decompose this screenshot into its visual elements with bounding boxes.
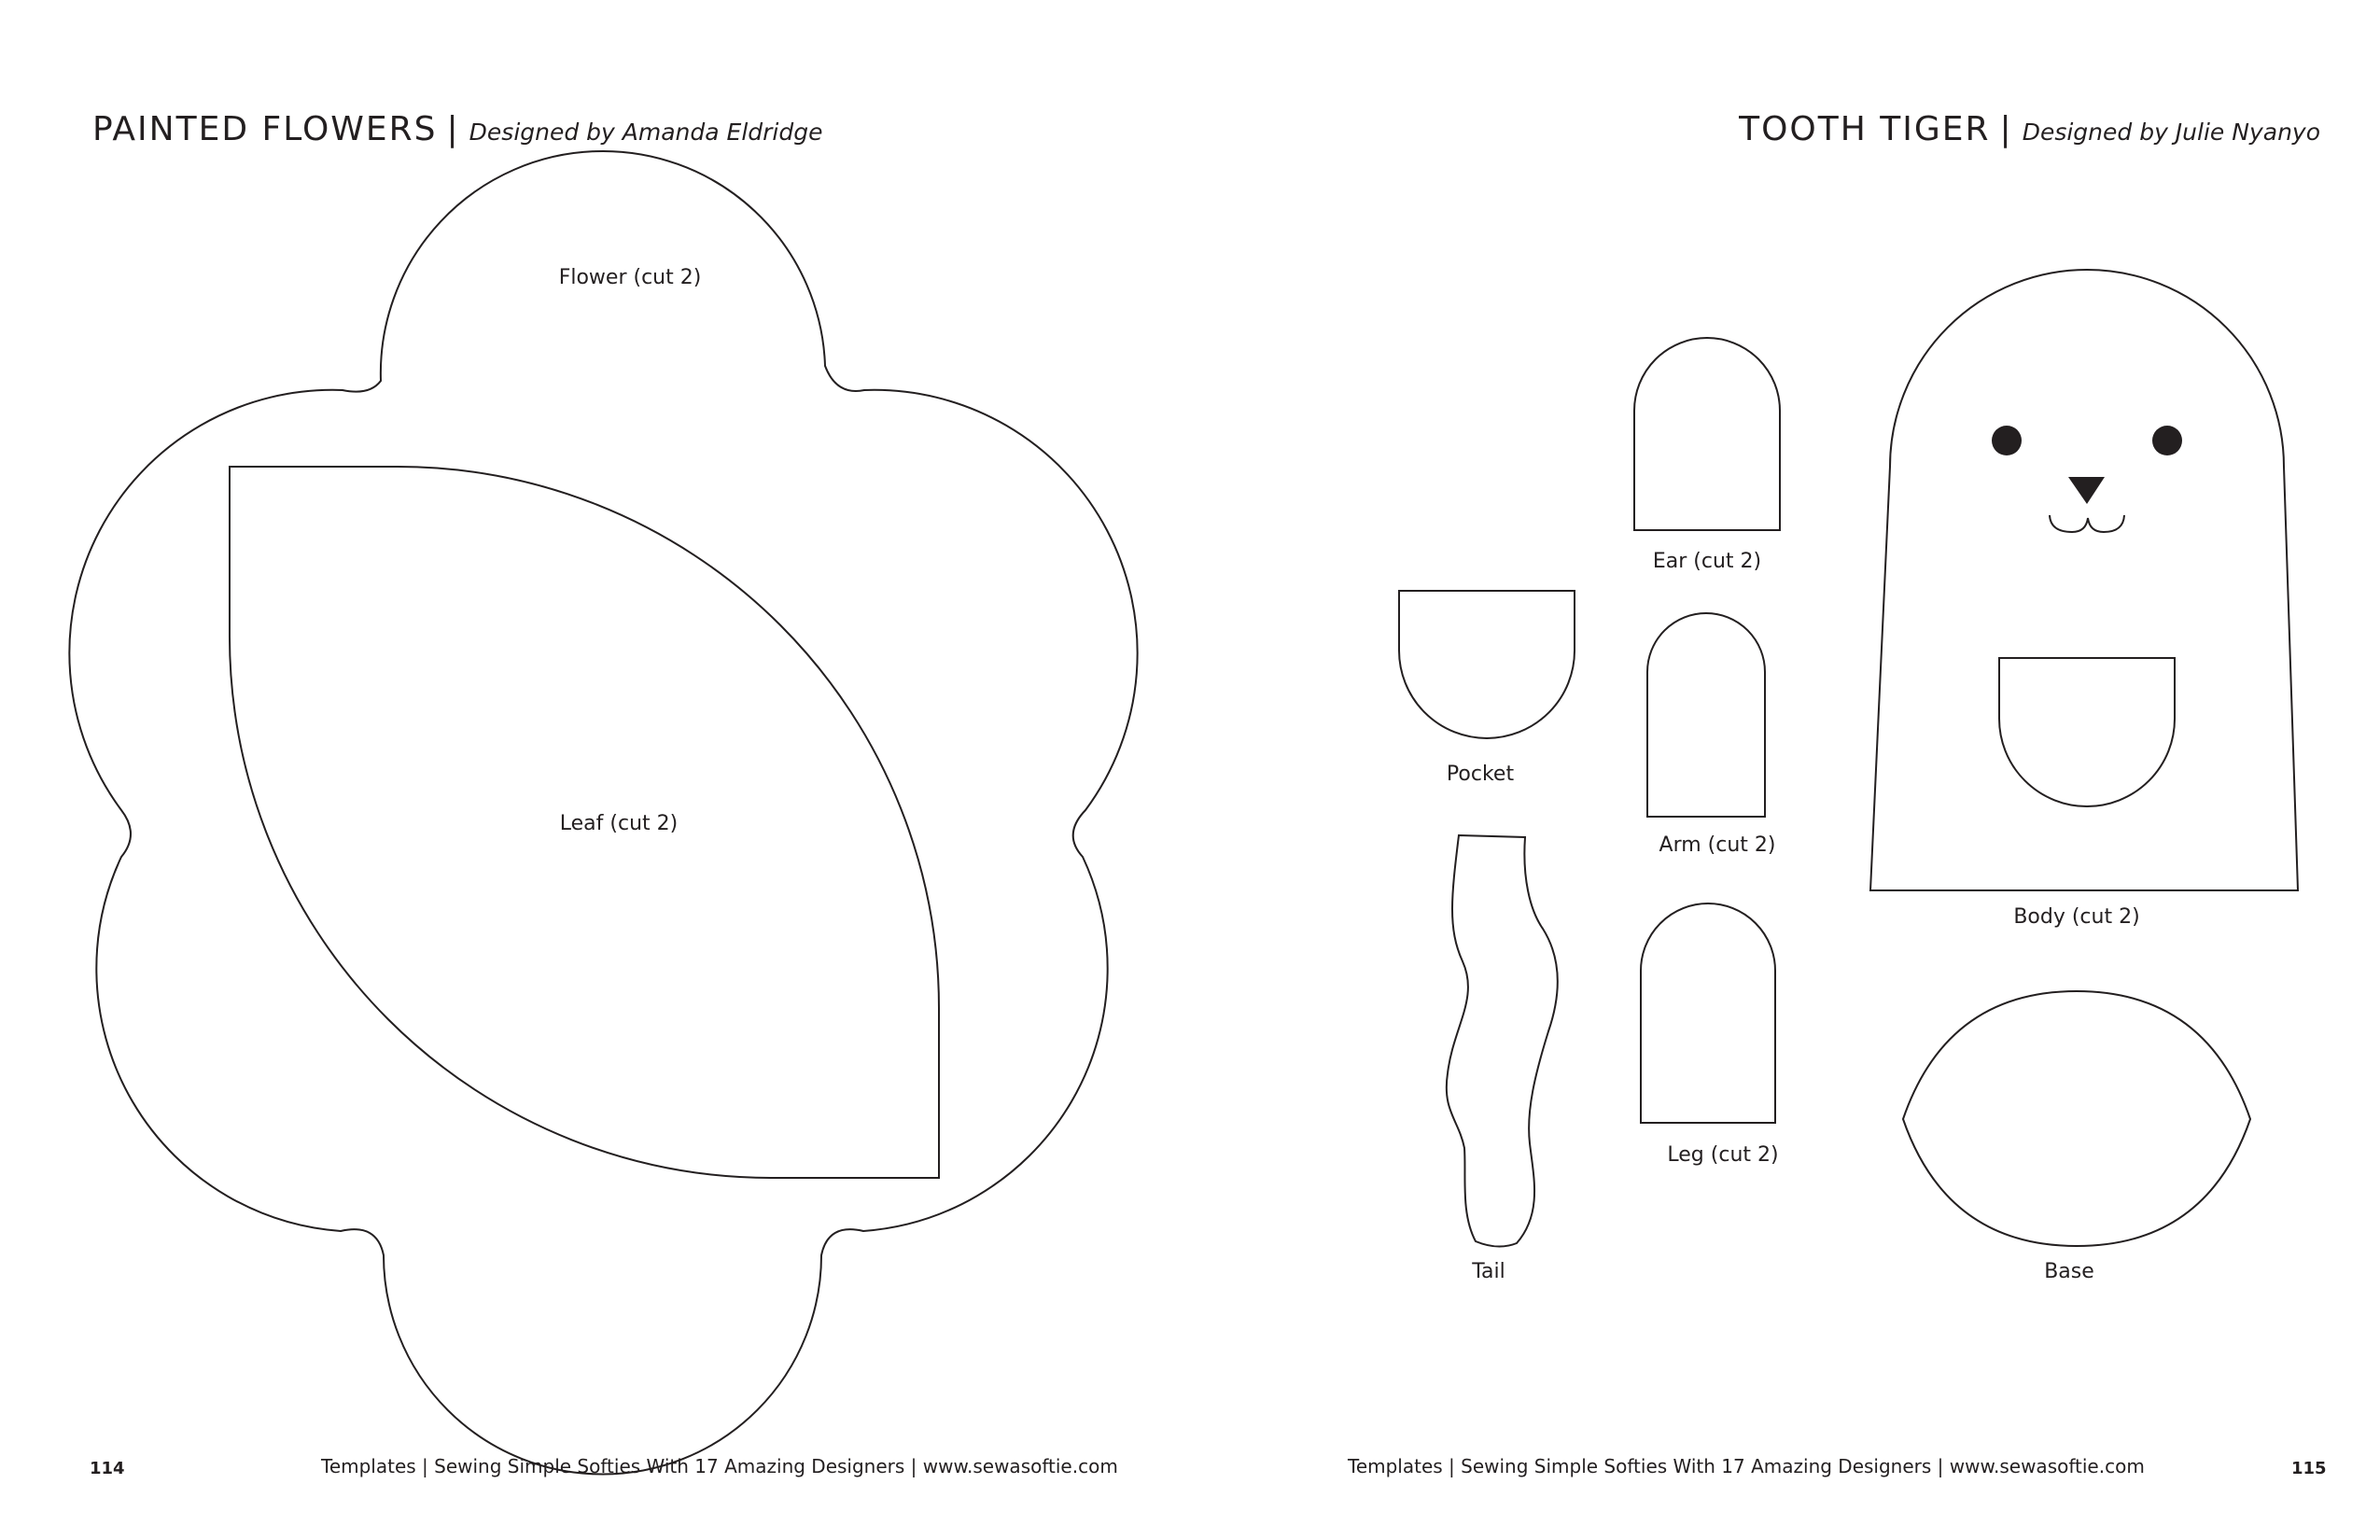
page-footer: Templates | Sewing Simple Softies With 1… [321,1455,1118,1477]
title-separator: | [446,110,460,148]
ear-label: Ear (cut 2) [1653,550,1761,573]
pattern-name: TOOTH TIGER [1739,110,1991,148]
tiger-right-eye [2152,426,2182,455]
pocket-template-outline [1398,590,1575,739]
right-page: TOOTH TIGER| Designed by Julie Nyanyo [1190,0,2380,1540]
tiger-mouth [2049,514,2125,534]
flower-template-drawing: Flower (cut 2) Leaf (cut 2) [68,149,1139,1476]
arm-template-outline [1646,612,1766,818]
tail-template-outline [1445,833,1559,1248]
page-title-painted-flowers: PAINTED FLOWERS| Designed by Amanda Eldri… [92,110,823,148]
tail-label: Tail [1471,1260,1505,1283]
pocket-label: Pocket [1447,763,1515,786]
body-label: Body (cut 2) [2013,905,2139,929]
pattern-name: PAINTED FLOWERS [92,110,438,148]
page-title-tooth-tiger: TOOTH TIGER| Designed by Julie Nyanyo [1739,110,2320,148]
tiger-nose [2068,477,2105,504]
body-pocket-placement-outline [1998,657,2176,807]
left-page: PAINTED FLOWERS| Designed by Amanda Eldri… [68,110,1139,1478]
arm-label: Arm (cut 2) [1659,833,1776,857]
base-template-outline [1901,989,2252,1248]
page-number: 115 [2291,1459,2327,1478]
flower-template-outline [68,149,1139,1476]
leaf-label: Leaf (cut 2) [560,812,678,835]
page-footer: Templates | Sewing Simple Softies With 1… [1348,1455,2145,1477]
tiger-left-eye [1992,426,2022,455]
leaf-template-outline [229,466,940,1179]
leg-label: Leg (cut 2) [1667,1143,1778,1167]
designer-credit: Designed by Julie Nyanyo [2022,119,2320,146]
leg-template-outline [1640,903,1776,1124]
body-template-outline [1869,269,2300,891]
page-number: 114 [90,1459,125,1478]
tiger-template-drawing: Ear (cut 2) Pocket Arm (cut 2) Tail Leg … [1398,269,2300,1283]
flower-label: Flower (cut 2) [559,266,702,289]
ear-template-outline [1633,337,1781,531]
title-separator: | [1999,110,2013,148]
designer-credit: Designed by Amanda Eldridge [469,119,823,146]
base-label: Base [2044,1260,2094,1283]
